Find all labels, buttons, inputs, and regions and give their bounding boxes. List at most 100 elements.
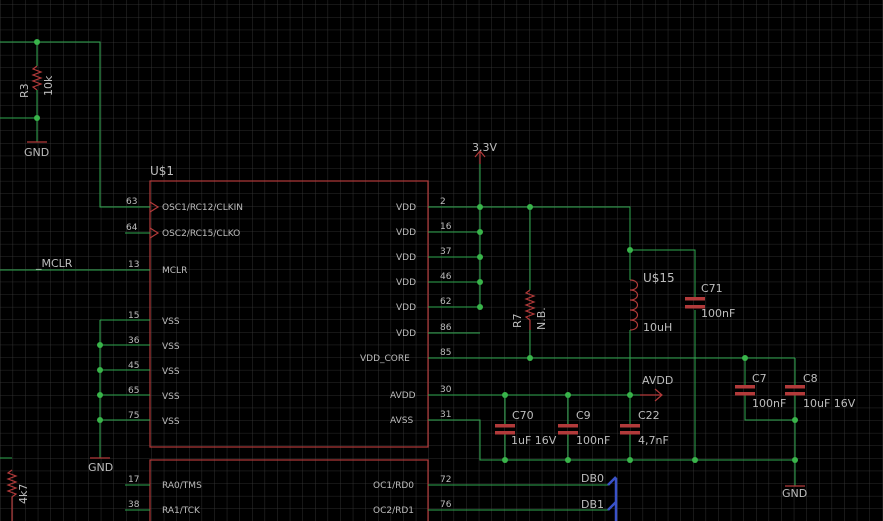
junction-dot: [97, 392, 103, 398]
decoupling-wires: [504, 395, 631, 460]
r7-name: R7: [511, 313, 524, 328]
inductor-value: 10uH: [643, 321, 672, 334]
mclr-net-label: _MCLR: [35, 257, 73, 270]
junction-dot: [97, 417, 103, 423]
junction-dot: [742, 355, 748, 361]
inductor-name: U$15: [643, 271, 675, 285]
pin-num: 16: [440, 222, 452, 232]
pin-label: OSC2/RC15/CLKO: [162, 229, 240, 239]
pin-num: 46: [440, 272, 452, 282]
junction-dot: [97, 367, 103, 373]
pin-num: 17: [128, 475, 139, 485]
pin-num: 75: [128, 411, 139, 421]
c22-plate: [620, 424, 640, 428]
junction-dot: [97, 342, 103, 348]
c22-plate: [620, 431, 640, 435]
r7-value: N.B.: [535, 307, 548, 330]
pin-label: VDD_CORE: [360, 354, 410, 364]
pin-label: VDD: [396, 303, 416, 313]
r3-name: R3: [18, 83, 31, 98]
lower-right-stubs: [428, 484, 608, 511]
pin-num: 13: [128, 260, 139, 270]
pin-num: 38: [128, 500, 140, 510]
c7-name: C7: [752, 372, 767, 385]
pin-num: 86: [440, 323, 452, 333]
pin-label: VSS: [162, 417, 180, 427]
gnd-label-top: GND: [24, 146, 49, 159]
junction-dot: [792, 417, 798, 423]
supply-arrow: [474, 150, 486, 164]
c8-plate: [785, 392, 805, 396]
u1-chip-name: U$1: [150, 164, 174, 178]
avdd-net-label: AVDD: [642, 374, 673, 387]
c71-plate: [685, 297, 705, 301]
junction-dot: [477, 229, 483, 235]
db0-label: DB0: [581, 472, 604, 485]
pin-num: 62: [440, 297, 451, 307]
db1-label: DB1: [581, 498, 604, 511]
pin-num: 72: [440, 475, 451, 485]
c70-value: 1uF 16V: [511, 434, 557, 447]
pin-label: VDD: [396, 253, 416, 263]
c9-plate: [558, 424, 578, 428]
pin-num: 15: [128, 311, 139, 321]
pin-label: OC2/RD1: [373, 506, 414, 516]
u1-chip-lower-body[interactable]: [149, 459, 429, 521]
gnd-label-vss: GND: [88, 461, 113, 474]
inductor-c71-wires: [630, 249, 696, 460]
c22-value: 4,7nF: [638, 434, 669, 447]
c22-name: C22: [638, 409, 660, 422]
c70-name: C70: [512, 409, 534, 422]
pin-label: OC1/RD0: [373, 481, 414, 491]
c71-value: 100nF: [701, 307, 735, 320]
pin-label: RA1/TCK: [162, 506, 201, 516]
c8-value: 10uF 16V: [803, 397, 856, 410]
r3-value: 10k: [42, 75, 55, 96]
r7-resistor[interactable]: [524, 289, 536, 330]
left-pin-stubs: [100, 206, 150, 421]
pin-num: 37: [440, 247, 451, 257]
pin-label: AVDD: [390, 391, 416, 401]
lower-left-stubs: [125, 484, 150, 511]
junction-dot: [34, 39, 40, 45]
core-analog-wires: [428, 357, 795, 461]
junction-dot: [477, 279, 483, 285]
junction-dot: [527, 355, 533, 361]
pin-num: 31: [440, 410, 451, 420]
junction-dot: [477, 204, 483, 210]
c70-plate: [495, 424, 515, 428]
junction-dot: [627, 457, 633, 463]
pin-label: VDD: [396, 203, 416, 213]
c7-plate: [735, 385, 755, 389]
gnd-label-right: GND: [782, 487, 807, 500]
pin-label: VSS: [162, 317, 180, 327]
c9-name: C9: [576, 409, 591, 422]
c9-plate: [558, 431, 578, 435]
pin-label: AVSS: [390, 416, 413, 426]
pin-label: VDD: [396, 278, 416, 288]
u1-chip-body[interactable]: [149, 180, 429, 448]
pin-label: VDD: [396, 329, 416, 339]
junction-dot: [502, 457, 508, 463]
pin-label: VSS: [162, 342, 180, 352]
inductor-coil[interactable]: [629, 279, 639, 331]
pin-num: 30: [440, 385, 452, 395]
c7-c8-wires: [744, 358, 796, 486]
junction-dot: [477, 254, 483, 260]
junction-dot: [692, 457, 698, 463]
pin-num: 63: [126, 197, 137, 207]
pin-num: 65: [128, 386, 139, 396]
pin-num: 45: [128, 361, 139, 371]
c8-plate: [785, 385, 805, 389]
pin-label: VSS: [162, 392, 180, 402]
r4k7-resistor[interactable]: [6, 469, 18, 521]
supply-net-label: 3.3V: [472, 141, 497, 154]
r4k7-value: 4k7: [17, 484, 30, 504]
c7-value: 100nF: [752, 397, 786, 410]
junction-dot: [792, 457, 798, 463]
c8-name: C8: [803, 372, 818, 385]
pin-num: 2: [440, 197, 446, 207]
